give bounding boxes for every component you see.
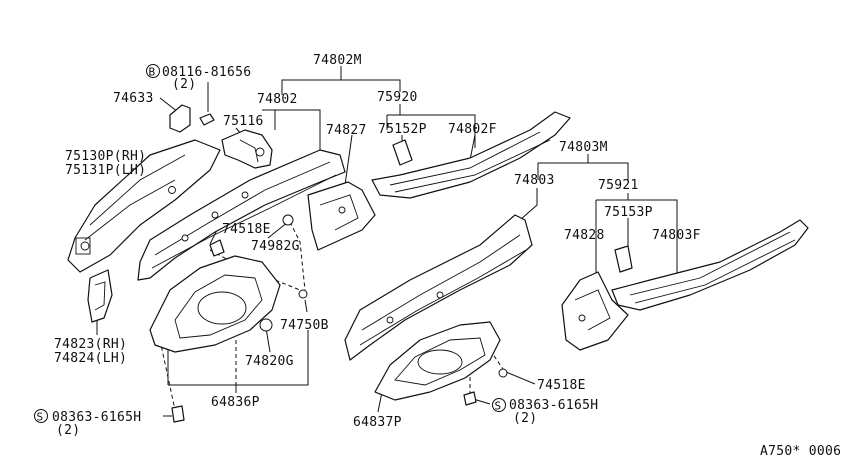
label-74823: 74823(RH) <box>54 337 127 352</box>
gusset-74828-part <box>561 245 633 351</box>
label-75921: 75921 <box>598 178 639 193</box>
label-74802F: 74802F <box>448 122 497 137</box>
label-74803: 74803 <box>514 173 555 188</box>
right-side-member-part <box>344 214 533 361</box>
extension-74803F-part <box>611 219 809 311</box>
label-74820G: 74820G <box>245 354 294 369</box>
part-labels: 74802M 08116-81656 (2) 74633 74802 75920… <box>52 53 841 459</box>
label-75920: 75920 <box>377 90 418 105</box>
label-75152P: 75152P <box>378 122 427 137</box>
label-08363-left: 08363-6165H <box>52 410 141 425</box>
wheelhouse-right-part <box>374 321 508 406</box>
label-75116: 75116 <box>223 114 264 129</box>
bolt-symbol: B <box>146 64 160 79</box>
screw-symbol-left: S <box>34 409 48 424</box>
label-74803M: 74803M <box>559 140 608 155</box>
svg-text:S: S <box>495 400 502 413</box>
label-08363-right-qty: (2) <box>513 411 537 426</box>
label-08363-right: 08363-6165H <box>509 398 598 413</box>
label-74803F: 74803F <box>652 228 701 243</box>
label-64836P: 64836P <box>211 395 260 410</box>
gusset-74827-part <box>307 181 376 251</box>
label-74750B: 74750B <box>280 318 329 333</box>
extension-74802F-part <box>371 111 571 199</box>
label-08363-left-qty: (2) <box>56 423 80 438</box>
front-side-member-part <box>137 129 346 281</box>
label-74982G: 74982G <box>251 239 300 254</box>
side-member-part <box>67 139 221 273</box>
screw-left-part <box>171 405 185 423</box>
label-diagram-code: A750* 0006 <box>760 444 841 459</box>
label-74802M: 74802M <box>313 53 362 68</box>
bracket-74633-part <box>169 104 215 133</box>
label-74802: 74802 <box>257 92 298 107</box>
wheelhouse-left-part <box>149 214 308 353</box>
label-75153P: 75153P <box>604 205 653 220</box>
screw-symbol-right: S <box>492 398 506 413</box>
label-08116-81656: 08116-81656 <box>162 65 251 80</box>
label-74518E-bottom: 74518E <box>537 378 586 393</box>
label-74824: 74824(LH) <box>54 351 127 366</box>
label-64837P: 64837P <box>353 415 402 430</box>
label-08116-qty: (2) <box>172 77 196 92</box>
bracket-74823-part <box>87 269 113 323</box>
label-74828: 74828 <box>564 228 605 243</box>
svg-text:B: B <box>149 66 156 79</box>
svg-text:S: S <box>37 411 44 424</box>
label-75130P: 75130P(RH) <box>65 149 146 164</box>
label-74518E-top: 74518E <box>222 222 271 237</box>
label-75131P: 75131P(LH) <box>65 163 146 178</box>
label-74633: 74633 <box>113 91 154 106</box>
label-74827: 74827 <box>326 123 367 138</box>
